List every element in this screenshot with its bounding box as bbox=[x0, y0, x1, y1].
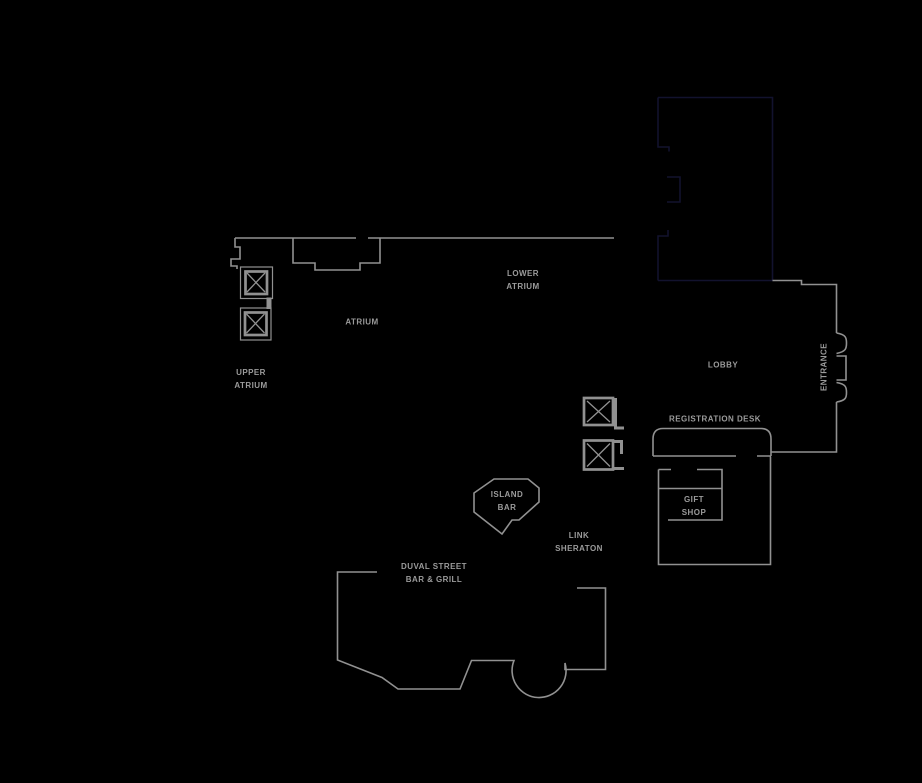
lobby-entrance-walls bbox=[771, 279, 848, 453]
label-duval-street-bar-grill: DUVAL STREET BAR & GRILL bbox=[401, 560, 467, 586]
label-gift-shop-line2: SHOP bbox=[681, 508, 707, 517]
label-lobby: LOBBY bbox=[707, 360, 739, 370]
navy-room-outline bbox=[657, 96, 774, 282]
label-upper-atrium-line2: ATRIUM bbox=[234, 381, 268, 390]
label-island-bar-line2: BAR bbox=[497, 503, 517, 512]
label-duval-line1: DUVAL STREET bbox=[401, 562, 467, 571]
registration-desk-outline bbox=[652, 427, 772, 457]
elevator-bank-lobby bbox=[582, 396, 624, 471]
label-island-bar-line1: ISLAND bbox=[490, 490, 524, 499]
atrium-top-wall bbox=[230, 237, 614, 271]
label-entrance: ENTRANCE bbox=[819, 342, 829, 392]
entrance-door-jamb bbox=[836, 355, 847, 381]
label-link-sheraton-line1: LINK bbox=[568, 531, 590, 540]
elevator-bank-upper-atrium bbox=[239, 266, 274, 341]
label-link-sheraton: LINK SHERATON bbox=[555, 529, 603, 555]
label-gift-shop: GIFT SHOP bbox=[682, 493, 706, 519]
label-upper-atrium-line1: UPPER bbox=[236, 368, 266, 377]
label-duval-line2: BAR & GRILL bbox=[405, 575, 463, 584]
terrace-outline bbox=[336, 571, 607, 699]
label-island-bar: ISLAND BAR bbox=[491, 488, 523, 514]
island-bar-outline bbox=[473, 478, 540, 536]
label-lower-atrium-line2: ATRIUM bbox=[506, 282, 540, 291]
label-upper-atrium: UPPER ATRIUM bbox=[234, 366, 267, 392]
label-atrium: ATRIUM bbox=[345, 317, 379, 327]
label-lower-atrium: LOWER ATRIUM bbox=[506, 267, 539, 293]
label-gift-shop-line1: GIFT bbox=[683, 495, 705, 504]
label-link-sheraton-line2: SHERATON bbox=[555, 544, 603, 553]
label-lower-atrium-line1: LOWER bbox=[506, 269, 540, 278]
label-registration-desk: REGISTRATION DESK bbox=[669, 414, 761, 424]
entrance-door-arc-1 bbox=[836, 332, 848, 355]
gift-shop-room bbox=[657, 456, 772, 566]
entrance-door-arc-2 bbox=[836, 381, 848, 403]
